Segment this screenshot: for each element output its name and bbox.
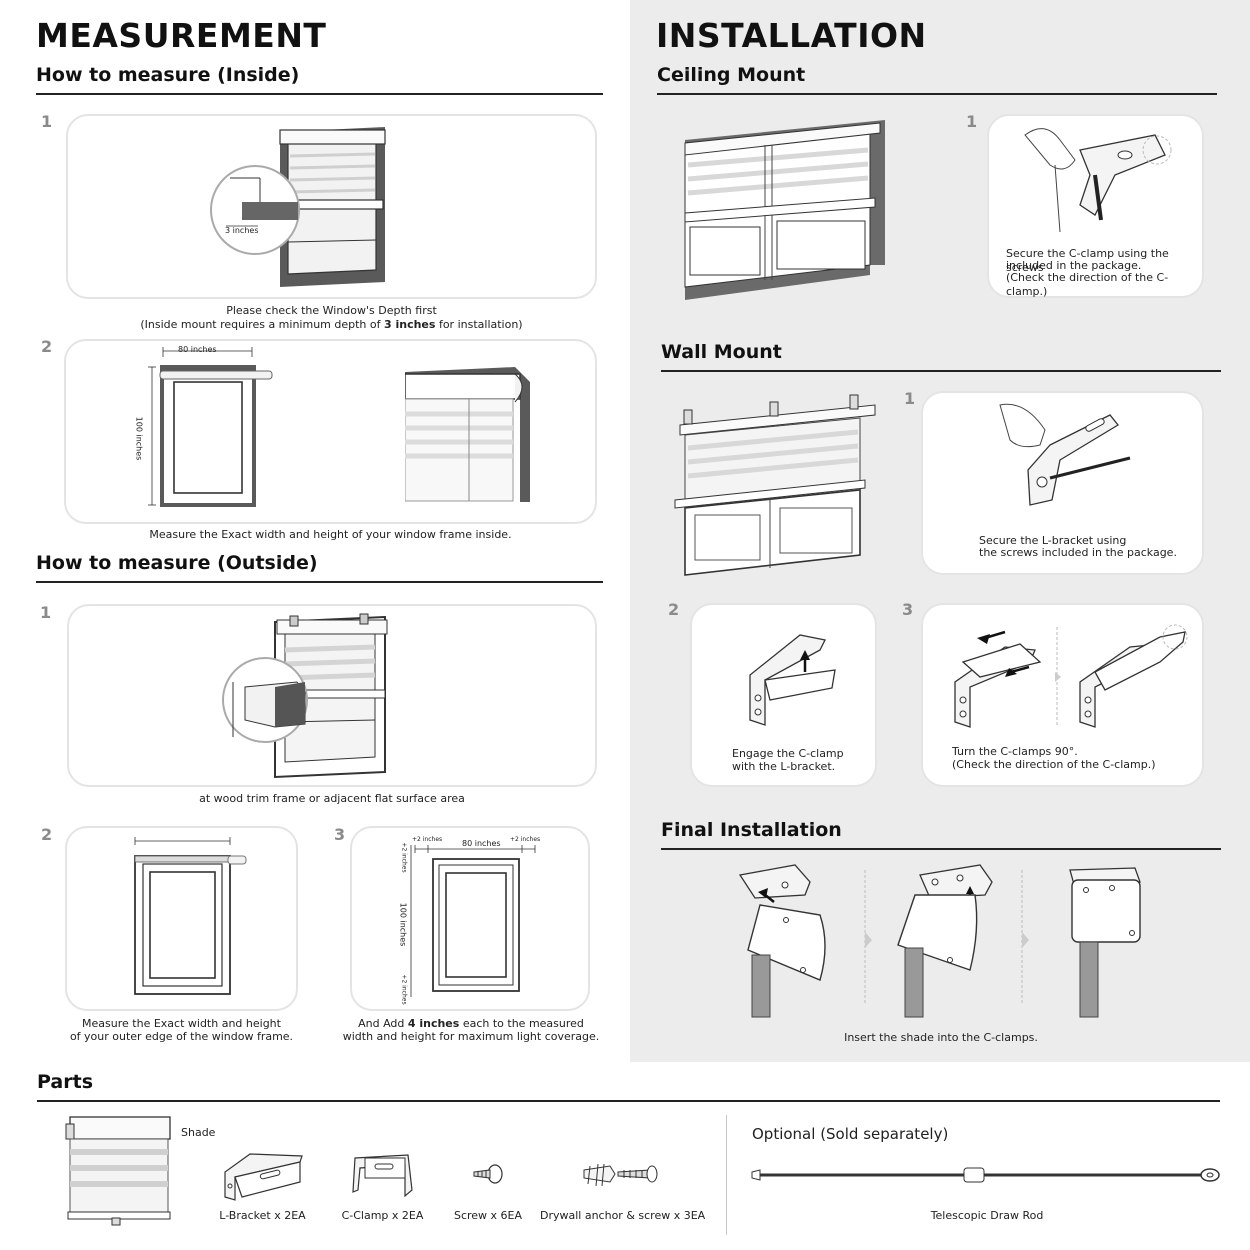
ceiling-cclamp-screw-illustration: [1015, 120, 1175, 235]
outside-heading-rule: [36, 581, 603, 583]
ceiling-step1-caption-line2: included in the package.: [1006, 259, 1142, 272]
wall-step1-number: 1: [904, 389, 916, 408]
optional-heading: Optional (Sold separately): [752, 1125, 949, 1143]
telescopic-draw-rod-icon: [750, 1164, 1225, 1186]
c-clamp-label: C-Clamp x 2EA: [341, 1209, 424, 1222]
ceiling-mount-window-illustration: [680, 115, 895, 305]
plus-side-top-label: +2 inches: [400, 842, 408, 873]
outside-step1-caption: at wood trim frame or adjacent flat surf…: [199, 792, 465, 805]
final-installation-illustration: [730, 860, 1150, 1022]
outside-surface-illustration: [215, 612, 395, 782]
wall-step1-card: [921, 391, 1204, 575]
c-clamp-icon: [350, 1150, 415, 1200]
inside-step1-caption-line1: Please check the Window's Depth first: [226, 304, 437, 317]
outside-step1-number: 1: [40, 603, 52, 622]
wall-lbracket-screw-illustration: [990, 400, 1140, 515]
wall-step2-caption-line2: with the L-bracket.: [732, 760, 836, 773]
wall-engage-cclamp-illustration: [740, 630, 840, 730]
outside-heading: How to measure (Outside): [36, 552, 318, 574]
screw-icon: [470, 1160, 505, 1190]
drywall-anchor-icon: [580, 1158, 660, 1193]
plus-top-right-label: +2 inches: [510, 836, 541, 843]
inside-step1-caption-line2: (Inside mount requires a minimum depth o…: [140, 318, 523, 331]
l-bracket-label: L-Bracket x 2EA: [219, 1209, 306, 1222]
wall-step3-caption-line1: Turn the C-clamps 90°.: [952, 745, 1078, 758]
plus-side-bottom-label: +2 inches: [400, 974, 408, 1005]
outside-height-label: 100 inches: [398, 902, 408, 947]
outside-step3-caption-line2: width and height for maximum light cover…: [342, 1030, 600, 1043]
inside-height-label: 100 inches: [134, 416, 144, 461]
shade-part-label: Shade: [181, 1126, 216, 1139]
l-bracket-icon: [220, 1152, 305, 1202]
wall-heading: Wall Mount: [661, 341, 782, 363]
outside-width-label: 80 inches: [462, 839, 501, 848]
final-heading: Final Installation: [661, 819, 842, 841]
parts-divider: [726, 1115, 727, 1235]
ceiling-heading-rule: [657, 93, 1217, 95]
outside-measure-illustration: [125, 836, 255, 1001]
installation-title: INSTALLATION: [656, 16, 927, 55]
telescopic-draw-rod-label: Telescopic Draw Rod: [930, 1209, 1044, 1222]
inside-step2-caption: Measure the Exact width and height of yo…: [149, 528, 512, 541]
wall-heading-rule: [661, 370, 1221, 372]
final-heading-rule: [661, 848, 1221, 850]
inside-depth-label: 3 inches: [225, 226, 259, 235]
parts-heading: Parts: [37, 1071, 93, 1093]
parts-heading-rule: [37, 1100, 1220, 1102]
inside-step1-number: 1: [41, 112, 53, 131]
wall-step2-card: [690, 603, 877, 787]
measurement-title: MEASUREMENT: [36, 16, 327, 55]
wall-step3-caption-line2: (Check the direction of the C-clamp.): [952, 758, 1156, 771]
outside-step2-caption-line1: Measure the Exact width and height: [82, 1017, 281, 1030]
wall-turn-cclamp-illustration: [945, 622, 1195, 732]
wall-step3-number: 3: [902, 600, 914, 619]
screw-label: Screw x 6EA: [453, 1209, 523, 1222]
outside-add-margin-illustration: [395, 835, 545, 1005]
inside-width-label: 80 inches: [178, 345, 217, 354]
inside-heading-rule: [36, 93, 603, 95]
wall-step2-caption-line1: Engage the C-clamp: [732, 747, 844, 760]
wall-step2-number: 2: [668, 600, 680, 619]
outside-step2-caption-line2: of your outer edge of the window frame.: [69, 1030, 294, 1043]
outside-step3-caption-line1: And Add 4 inches each to the measured: [358, 1017, 584, 1030]
inside-depth-illustration: [200, 122, 400, 292]
ceiling-step1-caption-line3: (Check the direction of the C-clamp.): [1006, 271, 1169, 298]
inside-fit-detail-illustration: [405, 362, 535, 507]
wall-mount-window-illustration: [670, 390, 885, 580]
wall-step1-caption-line2: the screws included in the package.: [979, 546, 1177, 559]
wall-step1-caption-line1: Secure the L-bracket using: [979, 534, 1127, 547]
wall-step3-card: [921, 603, 1204, 787]
inside-heading: How to measure (Inside): [36, 64, 300, 86]
drywall-anchor-label: Drywall anchor & screw x 3EA: [540, 1209, 706, 1222]
inside-measure-illustration: [130, 345, 290, 515]
outside-step3-number: 3: [334, 825, 346, 844]
ceiling-step1-caption-line1: Secure the C-clamp using the screws: [1006, 247, 1169, 274]
ceiling-heading: Ceiling Mount: [657, 64, 806, 86]
outside-step2-number: 2: [41, 825, 53, 844]
inside-step2-number: 2: [41, 337, 53, 356]
plus-top-left-label: +2 inches: [412, 836, 443, 843]
shade-part-illustration: [62, 1112, 177, 1227]
final-caption: Insert the shade into the C-clamps.: [844, 1031, 1038, 1044]
ceiling-step1-number: 1: [966, 112, 978, 131]
